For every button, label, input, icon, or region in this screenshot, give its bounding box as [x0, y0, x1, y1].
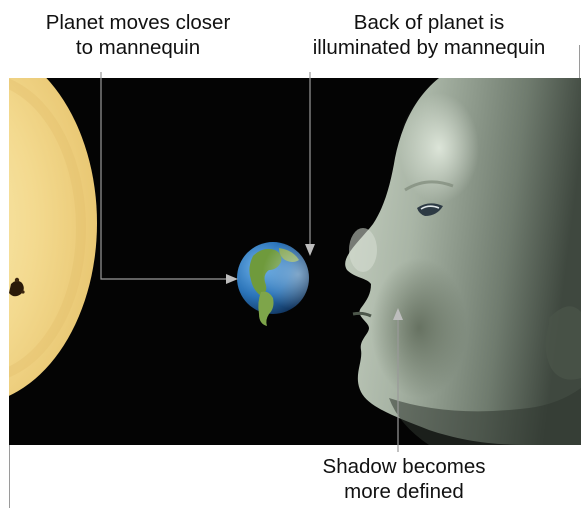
annotation-back-line-1: Back of planet is — [290, 10, 568, 35]
planet-earth — [237, 242, 309, 326]
annotation-planet-line-2: to mannequin — [12, 35, 264, 60]
mannequin-head — [345, 78, 581, 445]
annotation-shadow-line-2: more defined — [286, 479, 522, 504]
annotation-planet-moves-closer: Planet moves closer to mannequin — [12, 10, 264, 60]
annotation-planet-line-1: Planet moves closer — [12, 10, 264, 35]
annotation-back-illuminated: Back of planet is illuminated by mannequ… — [290, 10, 568, 60]
scene-render — [9, 78, 581, 445]
annotation-back-line-2: illuminated by mannequin — [290, 35, 568, 60]
scene-illustration — [9, 78, 581, 445]
sun-shape — [9, 78, 97, 405]
annotation-shadow-defined: Shadow becomes more defined — [286, 454, 522, 504]
frame-right-border — [579, 45, 580, 78]
annotation-shadow-line-1: Shadow becomes — [286, 454, 522, 479]
frame-left-border — [9, 445, 10, 508]
